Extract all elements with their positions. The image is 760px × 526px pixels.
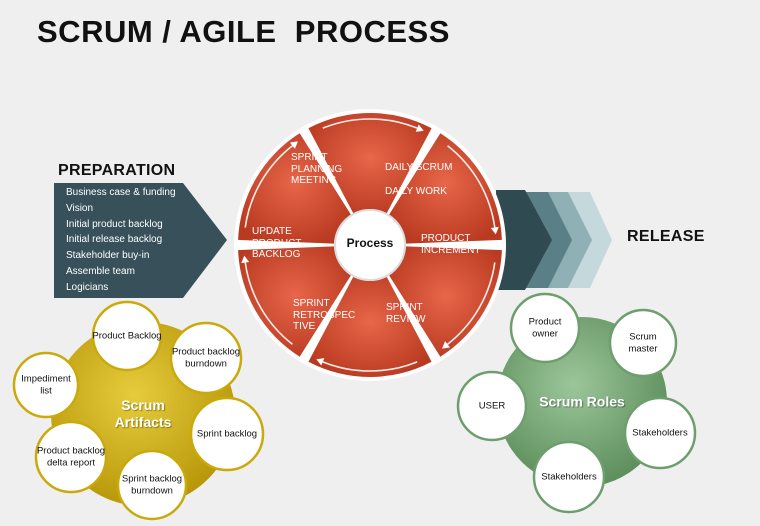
artifact-item: Sprint backlog burndown bbox=[121, 473, 183, 497]
cycle-arrow bbox=[244, 262, 293, 345]
wheel-segment bbox=[238, 133, 351, 244]
preparation-item: Initial product backlog bbox=[66, 218, 163, 230]
roles-bubble bbox=[456, 370, 528, 442]
preparation-item: Business case & funding bbox=[66, 187, 176, 198]
segment-label-daily-work: DAILY WORK bbox=[385, 186, 447, 197]
cycle-arrowhead bbox=[289, 141, 298, 149]
cycle-arrowhead bbox=[490, 226, 499, 235]
segment-label-planning: SPRINT PLANNING MEETING bbox=[291, 152, 343, 186]
page-title: SCRUM / AGILE PROCESS bbox=[37, 14, 450, 49]
wheel-segment bbox=[238, 246, 351, 357]
roles-bubble bbox=[623, 396, 697, 470]
artifacts-bubble bbox=[12, 351, 80, 419]
cycle-arrow bbox=[322, 361, 418, 372]
roles-bubble bbox=[608, 308, 678, 378]
artifact-item: Sprint backlog bbox=[196, 428, 258, 440]
preparation-item: Vision bbox=[66, 202, 94, 214]
segment-label-review: SPRINT REVIEW bbox=[386, 302, 426, 325]
cycle-arrow bbox=[447, 262, 496, 345]
artifact-item: Product Backlog bbox=[92, 330, 162, 342]
role-item: Stakeholders bbox=[632, 427, 688, 439]
artifacts-bubble bbox=[34, 420, 108, 494]
artifact-item: Product backlog burndown bbox=[171, 346, 241, 370]
artifacts-title: Scrum Artifacts bbox=[114, 397, 172, 430]
release-title: RELEASE bbox=[627, 228, 705, 245]
roles-title: Scrum Roles bbox=[539, 393, 625, 410]
cycle-arrow bbox=[322, 118, 418, 129]
role-item: Product owner bbox=[528, 316, 562, 340]
process-hub bbox=[334, 209, 406, 281]
segment-label-daily-scrum: DAILY SCRUM bbox=[385, 162, 453, 173]
segment-label-increment: PRODUCT INCREMENT bbox=[421, 233, 481, 256]
role-item: USER bbox=[478, 400, 506, 412]
cycle-arrowhead bbox=[442, 341, 451, 349]
artifact-item: Product backlog delta report bbox=[36, 445, 106, 469]
cycle-arrow bbox=[244, 145, 293, 228]
roles-bubble bbox=[509, 292, 581, 364]
preparation-item: Initial release backlog bbox=[66, 234, 163, 246]
roles-cluster bbox=[456, 292, 697, 514]
cycle-arrow bbox=[447, 145, 496, 228]
process-hub-label: Process bbox=[346, 236, 394, 250]
wheel-segment bbox=[308, 112, 432, 214]
preparation-item: Stakeholder buy-in bbox=[66, 250, 150, 262]
preparation-arrow bbox=[54, 183, 227, 298]
artifact-item: Impediment list bbox=[21, 373, 71, 397]
artifacts-cluster bbox=[12, 300, 265, 521]
artifacts-bubble bbox=[189, 396, 265, 472]
role-item: Stakeholders bbox=[541, 471, 597, 483]
wheel-segment bbox=[389, 246, 502, 357]
preparation-list: Business case & funding Vision Initial p… bbox=[66, 185, 176, 296]
segment-label-retrospective: SPRINT RETROSPEC TIVE bbox=[293, 298, 356, 332]
artifacts-bubble bbox=[116, 449, 188, 521]
cycle-arrowhead bbox=[316, 358, 325, 366]
preparation-item: Assemble team bbox=[66, 265, 135, 277]
role-item: Scrum master bbox=[628, 331, 658, 355]
wheel-segment bbox=[389, 133, 502, 244]
wheel-segment bbox=[308, 276, 432, 377]
preparation-title: PREPARATION bbox=[58, 162, 176, 179]
artifacts-bubble bbox=[91, 300, 163, 372]
cycle-arrowhead bbox=[415, 124, 424, 132]
preparation-item: Logicians bbox=[66, 281, 109, 293]
artifacts-bubble bbox=[169, 321, 243, 395]
release-arrow bbox=[496, 190, 612, 290]
cycle-arrowhead bbox=[241, 255, 250, 264]
segment-label-update-backlog: UPDATE PRODUCT BACKLOG bbox=[252, 226, 302, 260]
roles-bubble bbox=[532, 440, 606, 514]
